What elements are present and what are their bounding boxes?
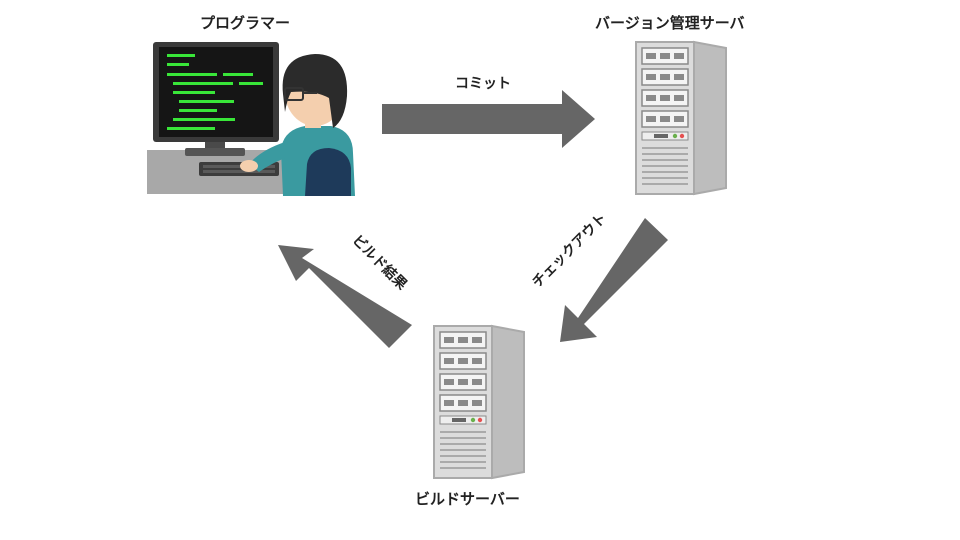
version-server-icon	[635, 40, 727, 196]
build-server-icon	[433, 324, 525, 480]
programmer-label: プログラマー	[200, 14, 291, 32]
build-server-label: ビルドサーバー	[415, 490, 520, 508]
code-lines	[167, 54, 263, 130]
build-result-label: ビルド結果	[348, 232, 410, 294]
commit-arrow	[382, 90, 595, 148]
checkout-label: チェックアウト	[529, 210, 611, 292]
programmer-at-computer-icon	[147, 42, 355, 196]
commit-label: コミット	[455, 76, 511, 92]
version-server-label: バージョン管理サーバ	[595, 14, 745, 32]
